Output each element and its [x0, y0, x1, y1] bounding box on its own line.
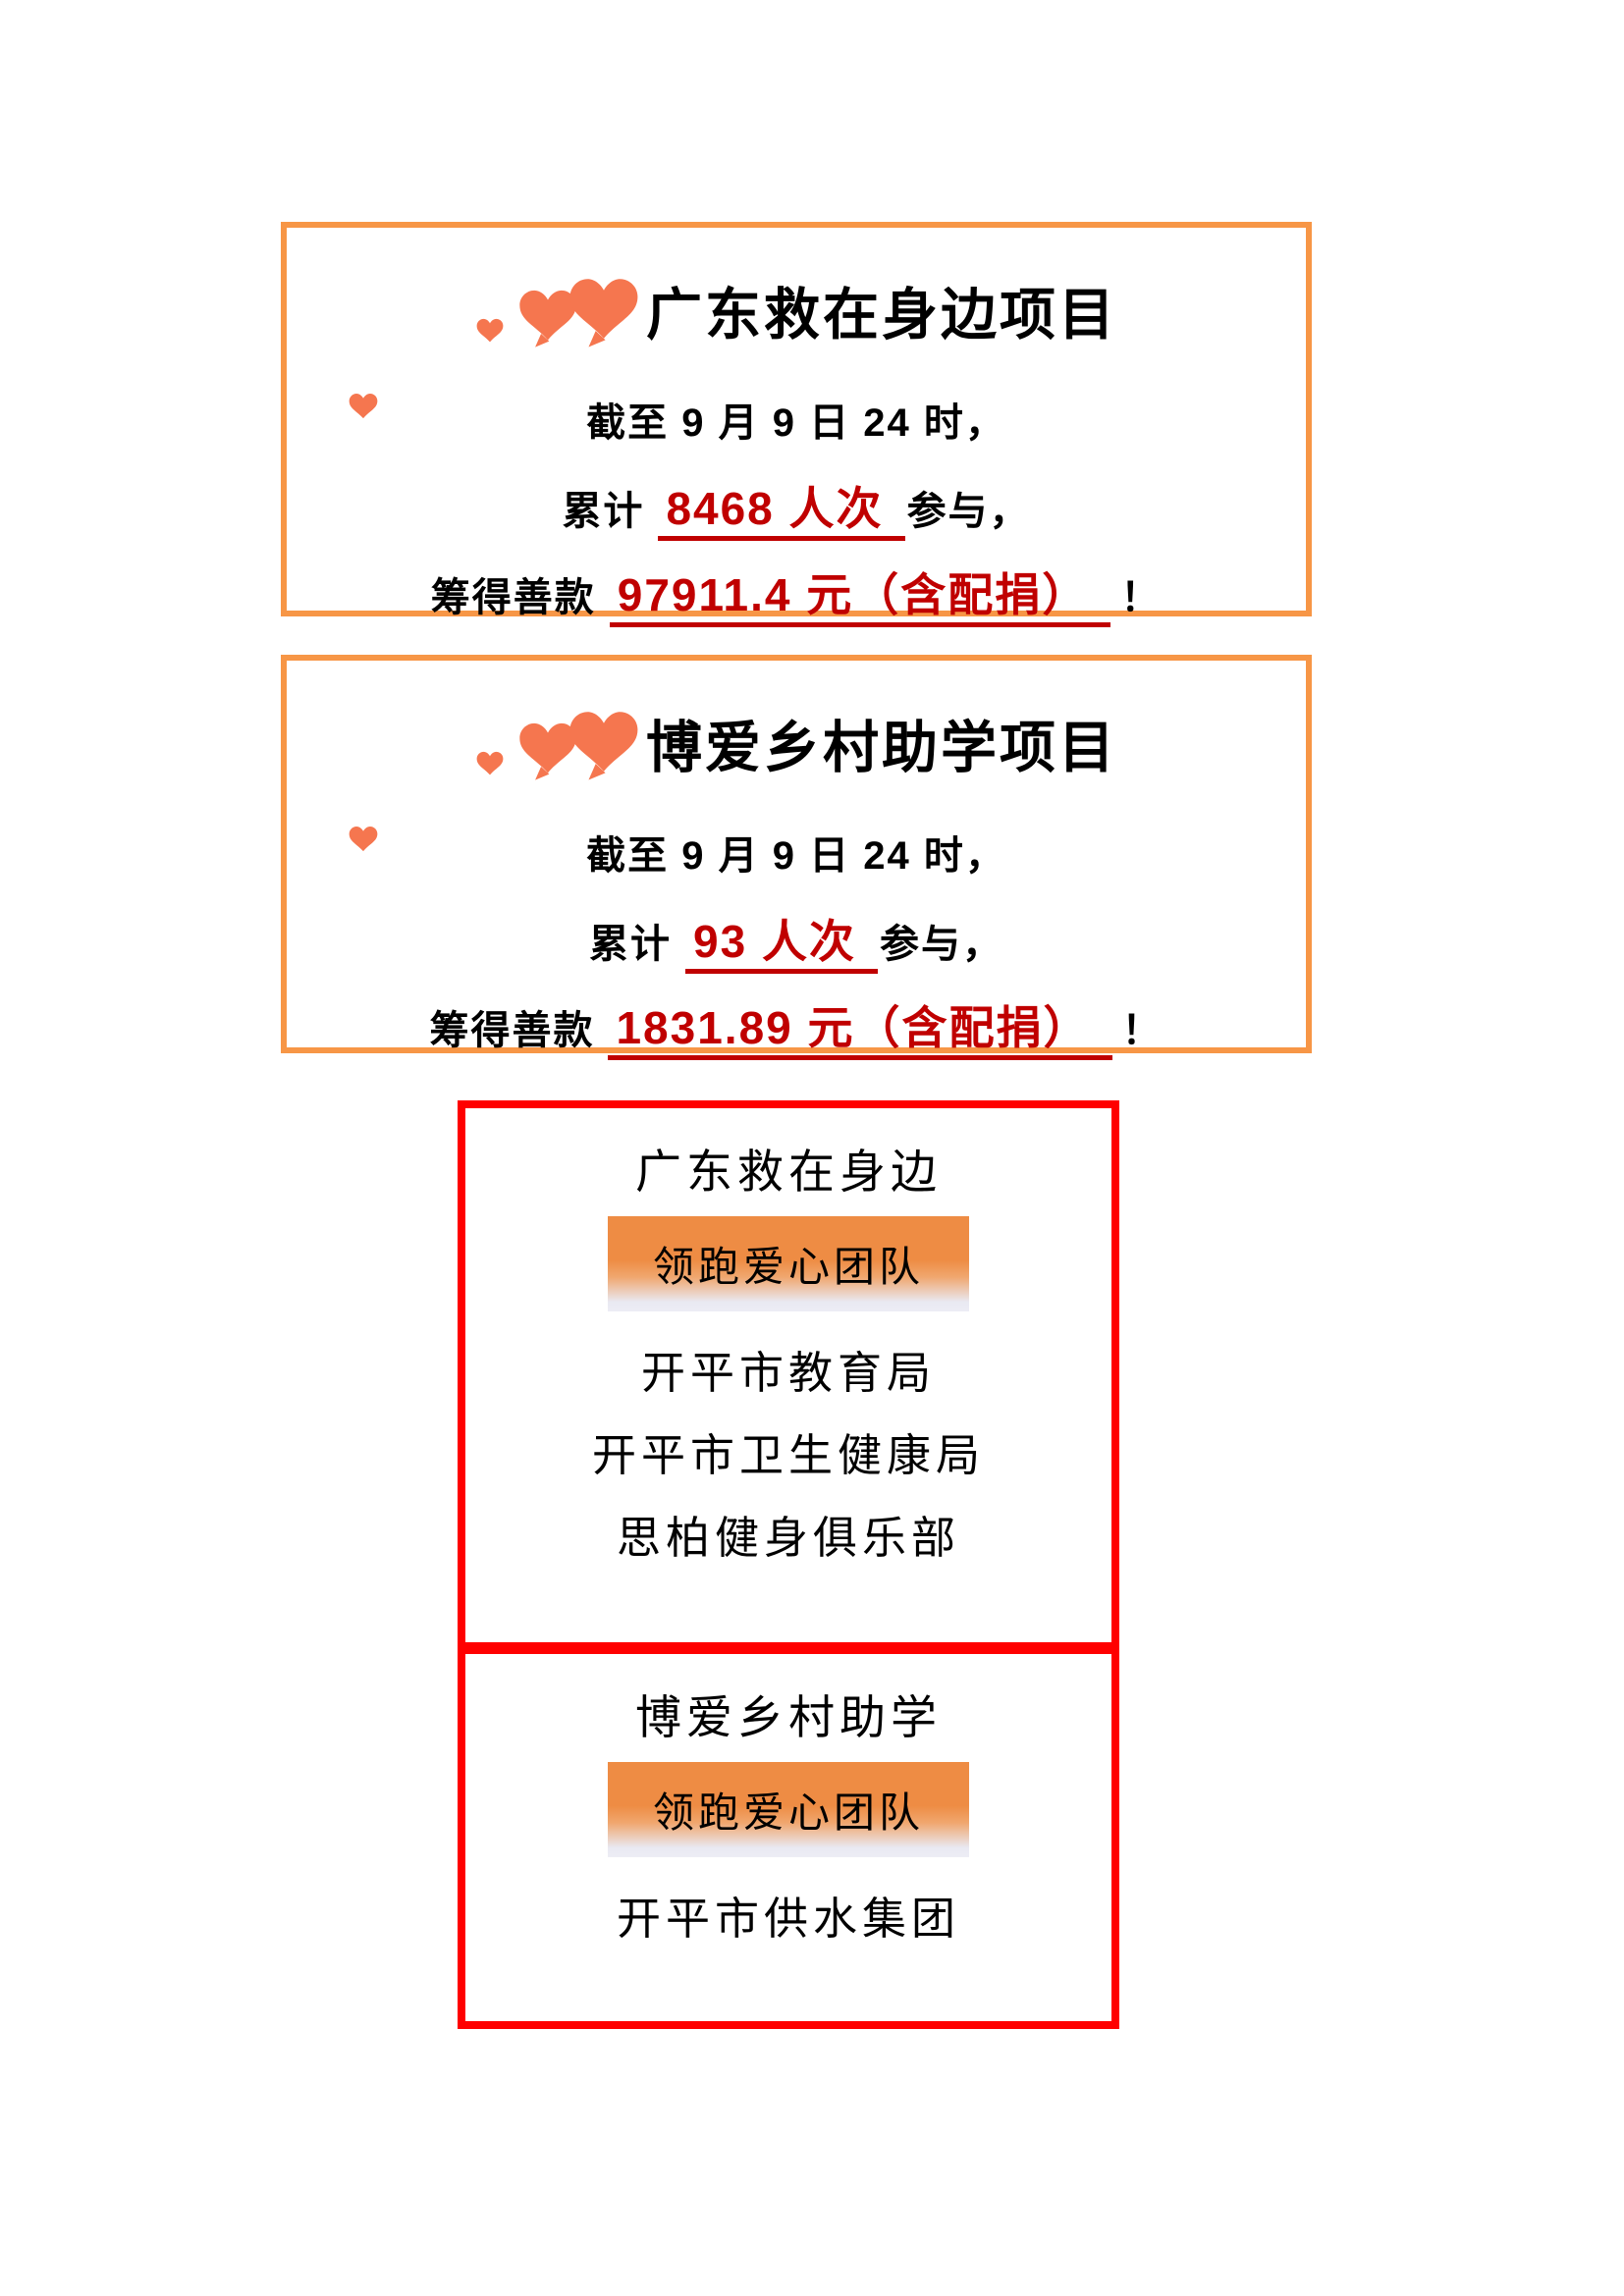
team-card-boai: 博爱乡村助学 领跑爱心团队 开平市供水集团 [458, 1646, 1119, 2029]
participants-row: 累计 8468 人次参与， [287, 473, 1306, 541]
team-card-guangdong: 广东救在身边 领跑爱心团队 开平市教育局 开平市卫生健康局 思柏健身俱乐部 [458, 1100, 1119, 1650]
project-title-row: 博爱乡村助学项目 [287, 688, 1306, 782]
funds-exclamation: ！ [1120, 576, 1163, 619]
project-card-boai: 博爱乡村助学项目 截至 9 月 9 日 24 时， 累计 93 人次参与， 筹得善… [281, 655, 1312, 1060]
heart-icon [566, 277, 642, 347]
project-title: 博爱乡村助学项目 [646, 718, 1117, 779]
project-card-guangdong: 广东救在身边项目 截至 9 月 9 日 24 时， 累计 8468 人次参与， 筹… [281, 222, 1312, 627]
participants-value: 93 人次 [685, 916, 878, 974]
date-line: 截至 9 月 9 日 24 时， [586, 834, 1006, 878]
heart-icon [348, 826, 379, 855]
heart-icon [475, 751, 505, 778]
team-list: 开平市供水集团 [465, 1888, 1111, 1970]
funds-value: 97911.4 元（含配捐） [609, 569, 1111, 627]
participants-row: 累计 93 人次参与， [287, 906, 1306, 974]
leading-teams-banner: 领跑爱心团队 [608, 1762, 969, 1857]
team-list-item: 开平市供水集团 [616, 1894, 960, 1944]
funds-prefix: 筹得善款 [430, 576, 596, 619]
participants-value: 8468 人次 [658, 483, 905, 541]
heart-icon [348, 393, 379, 422]
team-card-title: 博爱乡村助学 [635, 1691, 942, 1743]
heart-icon [566, 710, 642, 780]
participants-prefix: 累计 [589, 923, 673, 966]
team-list-item: 开平市教育局 [640, 1348, 936, 1398]
funds-exclamation: ！ [1121, 1009, 1164, 1052]
project-title-row: 广东救在身边项目 [287, 255, 1306, 349]
leading-teams-banner-label: 领跑爱心团队 [652, 1789, 924, 1836]
heart-icon [475, 318, 505, 346]
team-list-item: 开平市卫生健康局 [591, 1430, 985, 1480]
participants-suffix: 参与， [906, 490, 1031, 533]
funds-row: 筹得善款 1831.89 元（含配捐）！ [287, 992, 1306, 1060]
participants-suffix: 参与， [879, 923, 1003, 966]
funds-row: 筹得善款 97911.4 元（含配捐）！ [287, 560, 1306, 627]
date-line: 截至 9 月 9 日 24 时， [586, 401, 1006, 445]
project-title: 广东救在身边项目 [646, 285, 1117, 347]
funds-value: 1831.89 元（含配捐） [608, 1002, 1112, 1060]
team-list-item: 思柏健身俱乐部 [616, 1513, 960, 1563]
leading-teams-banner-label: 领跑爱心团队 [652, 1244, 924, 1290]
team-card-title: 广东救在身边 [635, 1146, 942, 1198]
date-line-row: 截至 9 月 9 日 24 时， [287, 391, 1306, 448]
leading-teams-banner: 领跑爱心团队 [608, 1216, 969, 1311]
team-list: 开平市教育局 开平市卫生健康局 思柏健身俱乐部 [465, 1342, 1111, 1589]
participants-prefix: 累计 [562, 490, 645, 533]
funds-prefix: 筹得善款 [429, 1009, 595, 1052]
date-line-row: 截至 9 月 9 日 24 时， [287, 824, 1306, 881]
